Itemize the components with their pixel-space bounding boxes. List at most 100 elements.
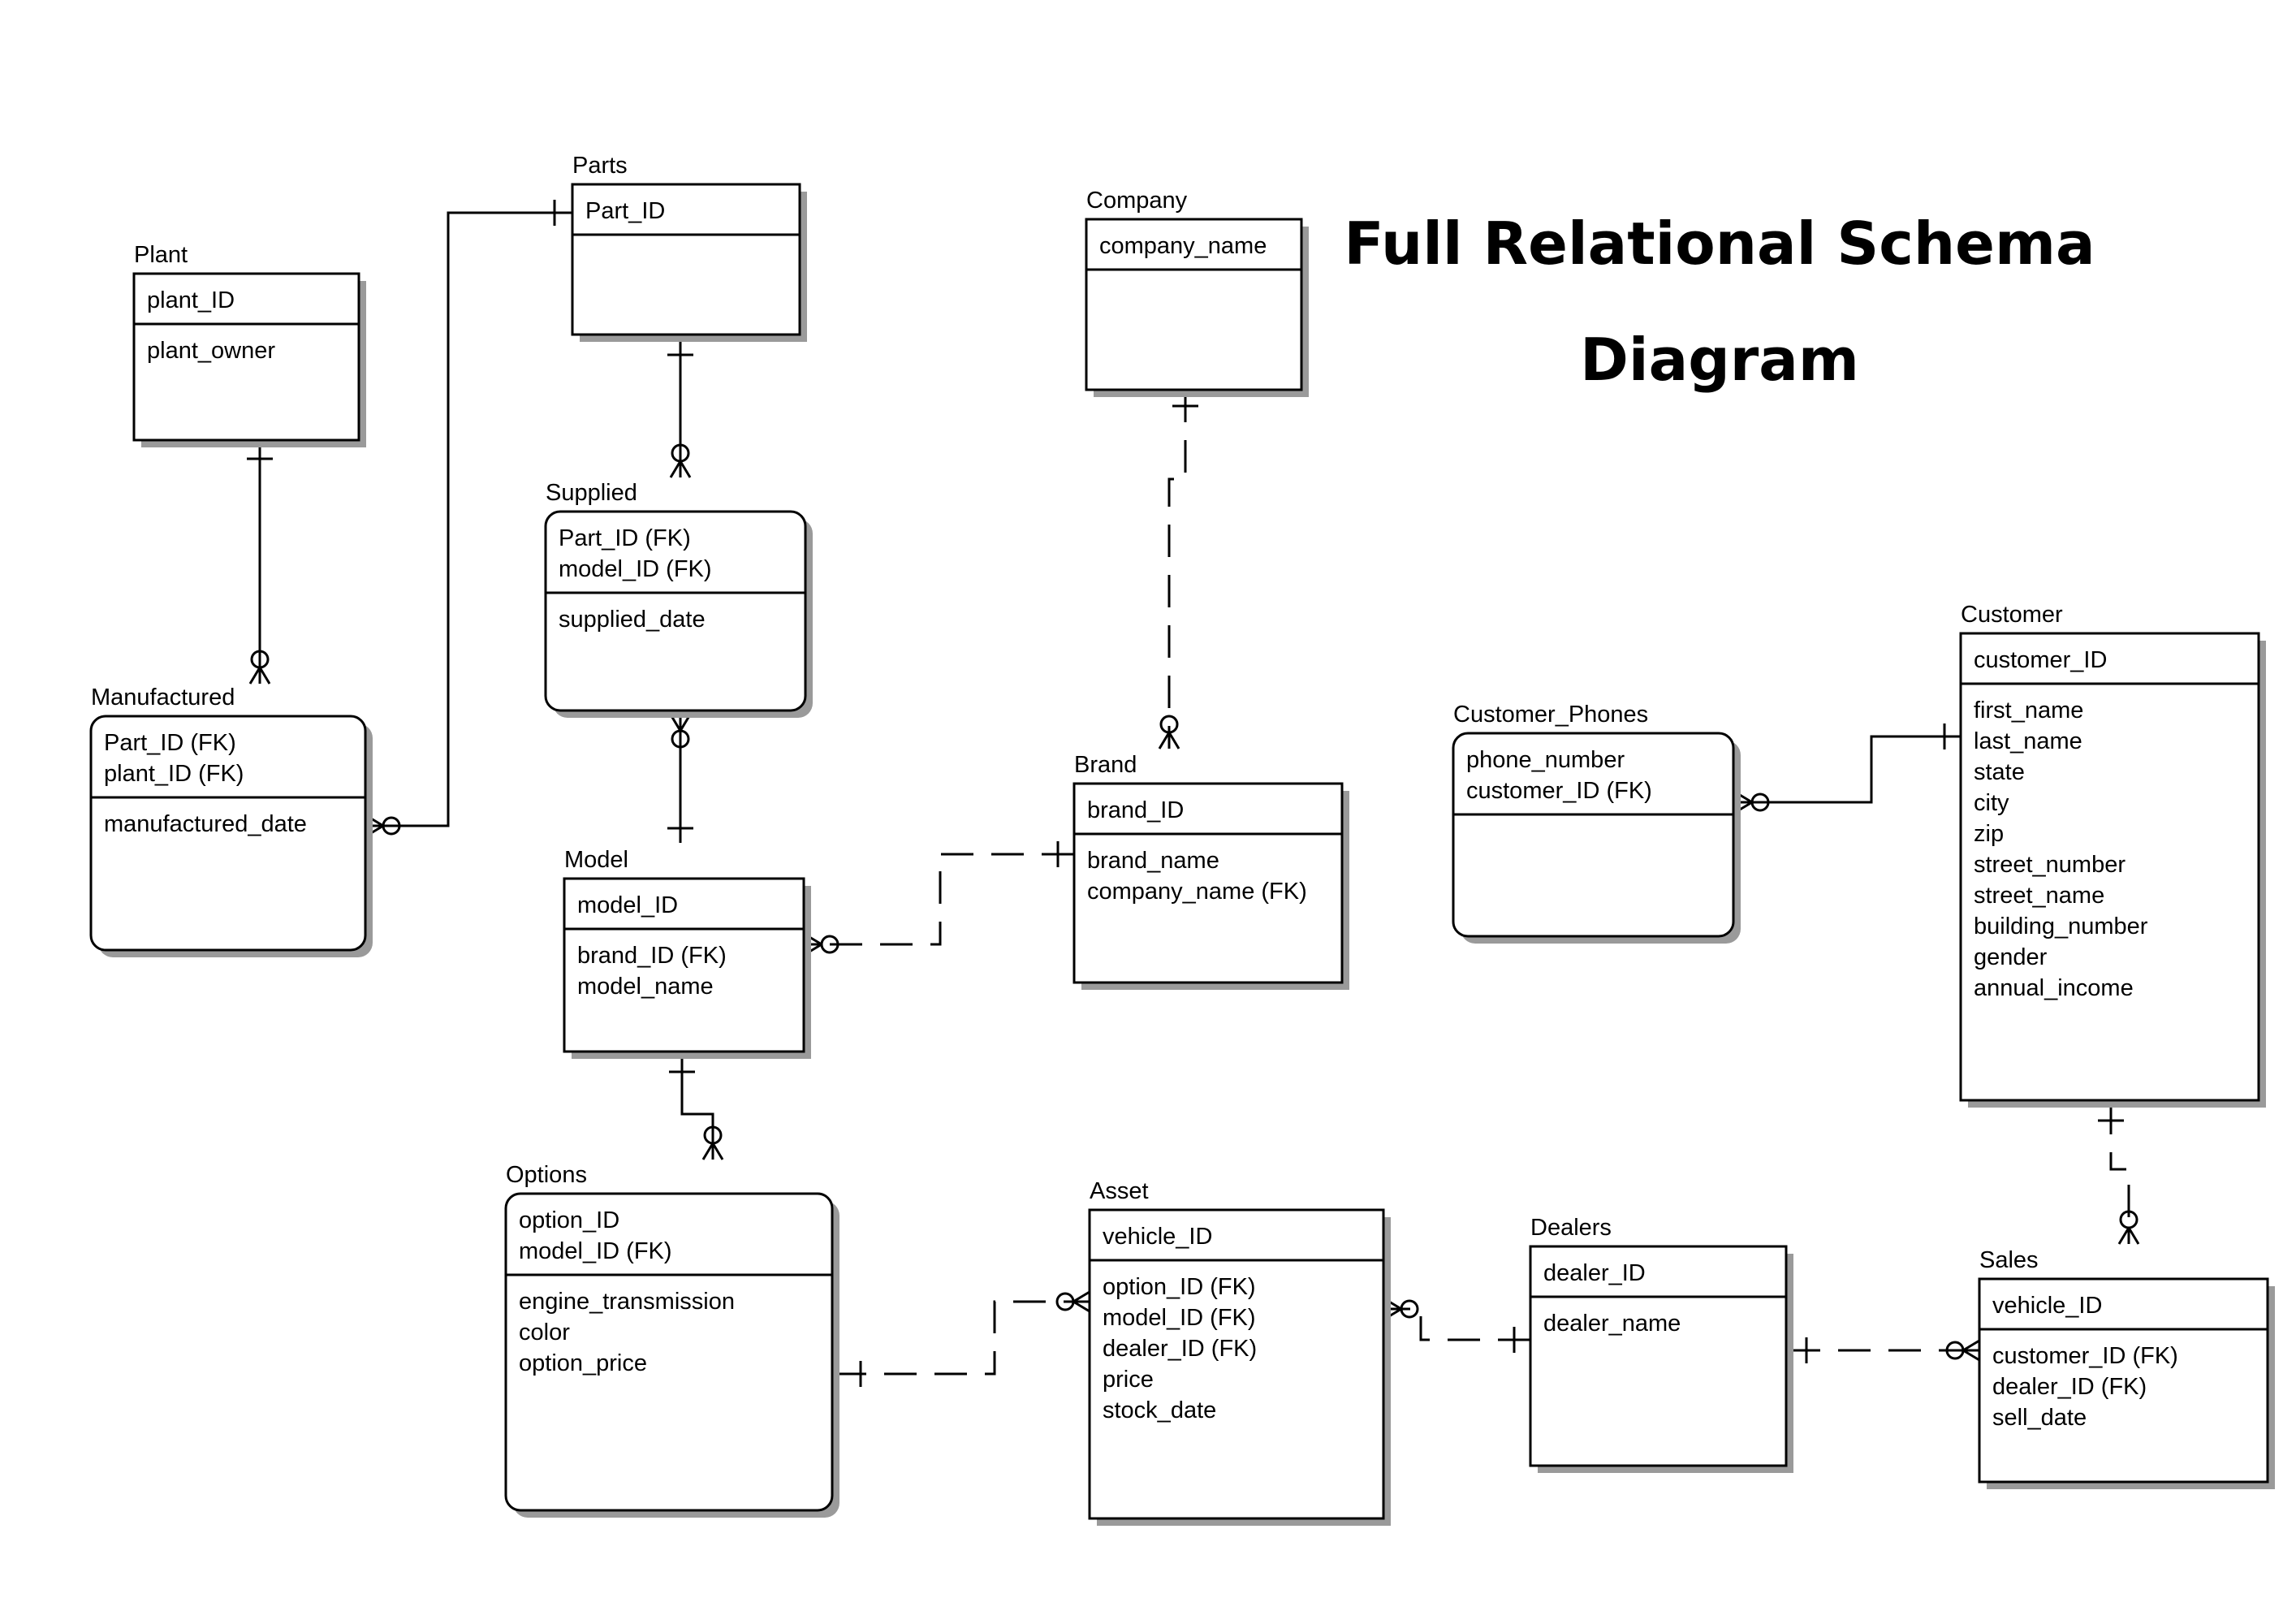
attribute-field: model_name	[577, 974, 714, 1000]
rel-company-brand	[1167, 390, 1187, 743]
entity-title: Supplied	[546, 480, 637, 506]
entity-box	[89, 715, 367, 952]
attribute-field: price	[1103, 1367, 1154, 1393]
primary-key-field: Part_ID (FK)	[104, 730, 236, 756]
attribute-field: zip	[1974, 821, 2004, 847]
cardinality-zero-many-marker	[701, 1125, 724, 1160]
attribute-field: street_name	[1974, 883, 2104, 909]
primary-key-field: company_name	[1099, 233, 1267, 259]
diagram-title-line-2: Diagram	[1580, 326, 1859, 394]
entity-asset[interactable]: Asset vehicle_ID option_ID (FK) model_ID (F…	[1088, 1178, 1391, 1526]
entity-title: Customer	[1961, 602, 2063, 628]
rel-model-options	[680, 1053, 714, 1160]
primary-key-field: customer_ID	[1974, 647, 2107, 673]
entity-box	[571, 183, 801, 336]
entity-title: Plant	[134, 242, 188, 268]
attribute-field: city	[1974, 790, 2009, 816]
entity-title: Brand	[1074, 752, 1137, 778]
attribute-field: color	[519, 1320, 570, 1345]
attribute-field: model_ID (FK)	[1103, 1305, 1256, 1331]
entity-title: Dealers	[1530, 1215, 1612, 1241]
cardinality-zero-many-marker	[669, 443, 692, 478]
entity-box	[504, 1192, 834, 1512]
entity-box	[1085, 218, 1303, 391]
primary-key-field: option_ID	[519, 1207, 619, 1233]
entity-title: Manufactured	[91, 685, 235, 710]
entity-box	[1978, 1277, 2269, 1484]
entity-sales[interactable]: Sales vehicle_ID customer_ID (FK) dealer_ID…	[1978, 1247, 2275, 1489]
attribute-field: brand_name	[1087, 848, 1219, 874]
entity-box	[1088, 1208, 1385, 1520]
entity-box	[132, 272, 360, 442]
entity-dealers[interactable]: Dealers dealer_ID dealer_name	[1529, 1215, 1793, 1473]
entity-box	[1452, 732, 1735, 938]
attribute-field: stock_date	[1103, 1397, 1216, 1423]
attribute-field: dealer_ID (FK)	[1992, 1374, 2147, 1400]
attribute-field: state	[1974, 759, 2025, 785]
entity-customer-phones[interactable]: Customer_Phones phone_number customer_ID (…	[1452, 702, 1741, 944]
entity-title: Options	[506, 1162, 587, 1188]
entity-title: Parts	[572, 153, 628, 179]
attribute-field: option_ID (FK)	[1103, 1274, 1256, 1300]
attribute-field: customer_ID (FK)	[1992, 1343, 2178, 1369]
entity-box	[1529, 1245, 1788, 1467]
diagram-title-line-1: Full Relational Schema	[1344, 209, 2095, 278]
entity-options[interactable]: Options option_ID model_ID (FK) engine_tran…	[504, 1162, 839, 1518]
primary-key-field: Part_ID (FK)	[559, 525, 691, 551]
cardinality-zero-many-marker	[1158, 715, 1180, 749]
rel-dealers-asset	[1385, 1307, 1530, 1341]
attribute-field: gender	[1974, 944, 2048, 970]
cardinality-zero-many-marker	[1055, 1290, 1090, 1313]
attribute-field: company_name (FK)	[1087, 879, 1307, 905]
entity-box	[1959, 632, 2260, 1102]
primary-key-field: phone_number	[1466, 747, 1625, 773]
primary-key-field: vehicle_ID	[1992, 1293, 2102, 1319]
entity-title: Asset	[1090, 1178, 1149, 1204]
attribute-field: first_name	[1974, 698, 2083, 723]
entity-title: Company	[1086, 188, 1188, 214]
cardinality-zero-many-marker	[1945, 1339, 1980, 1362]
entity-box	[1072, 782, 1344, 984]
entity-plant[interactable]: Plant plant_ID plant_owner	[132, 242, 366, 447]
entity-title: Customer_Phones	[1453, 702, 1648, 728]
entity-title: Sales	[1979, 1247, 2039, 1273]
primary-key-field: model_ID (FK)	[559, 556, 712, 582]
entity-box	[563, 877, 805, 1053]
primary-key-field: brand_ID	[1087, 797, 1184, 823]
entity-brand[interactable]: Brand brand_ID brand_name company_name (FK)	[1072, 752, 1349, 990]
attribute-field: engine_transmission	[519, 1289, 735, 1315]
attribute-field: supplied_date	[559, 607, 706, 633]
cardinality-zero-many-marker	[248, 650, 271, 685]
primary-key-field: dealer_ID	[1543, 1260, 1646, 1286]
attribute-field: dealer_ID (FK)	[1103, 1336, 1257, 1362]
attribute-field: option_price	[519, 1350, 647, 1376]
attribute-field: sell_date	[1992, 1405, 2087, 1431]
attribute-field: annual_income	[1974, 975, 2134, 1001]
primary-key-field: model_ID	[577, 892, 678, 918]
attribute-field: plant_owner	[147, 338, 275, 364]
attribute-field: manufactured_date	[104, 811, 307, 837]
primary-key-field: Part_ID	[585, 198, 665, 224]
primary-key-field: plant_ID	[147, 287, 235, 313]
primary-key-field: vehicle_ID	[1103, 1224, 1212, 1250]
attribute-field: dealer_name	[1543, 1311, 1681, 1337]
entity-customer[interactable]: Customer customer_ID first_name last_namest…	[1959, 602, 2266, 1108]
attribute-field: building_number	[1974, 914, 2148, 939]
primary-key-field: plant_ID (FK)	[104, 761, 244, 787]
rel-customer-sales	[2109, 1102, 2130, 1244]
cardinality-zero-many-marker	[2117, 1210, 2140, 1245]
entity-box	[544, 510, 807, 712]
attribute-field: brand_ID (FK)	[577, 943, 727, 969]
rel-brand-model	[805, 853, 1074, 946]
attribute-field: street_number	[1974, 852, 2126, 878]
rel-customer-phones	[1736, 735, 1961, 804]
primary-key-field: model_ID (FK)	[519, 1238, 672, 1264]
attribute-field: last_name	[1974, 728, 2082, 754]
entity-company[interactable]: Company company_name	[1085, 188, 1309, 397]
primary-key-field: customer_ID (FK)	[1466, 778, 1652, 804]
